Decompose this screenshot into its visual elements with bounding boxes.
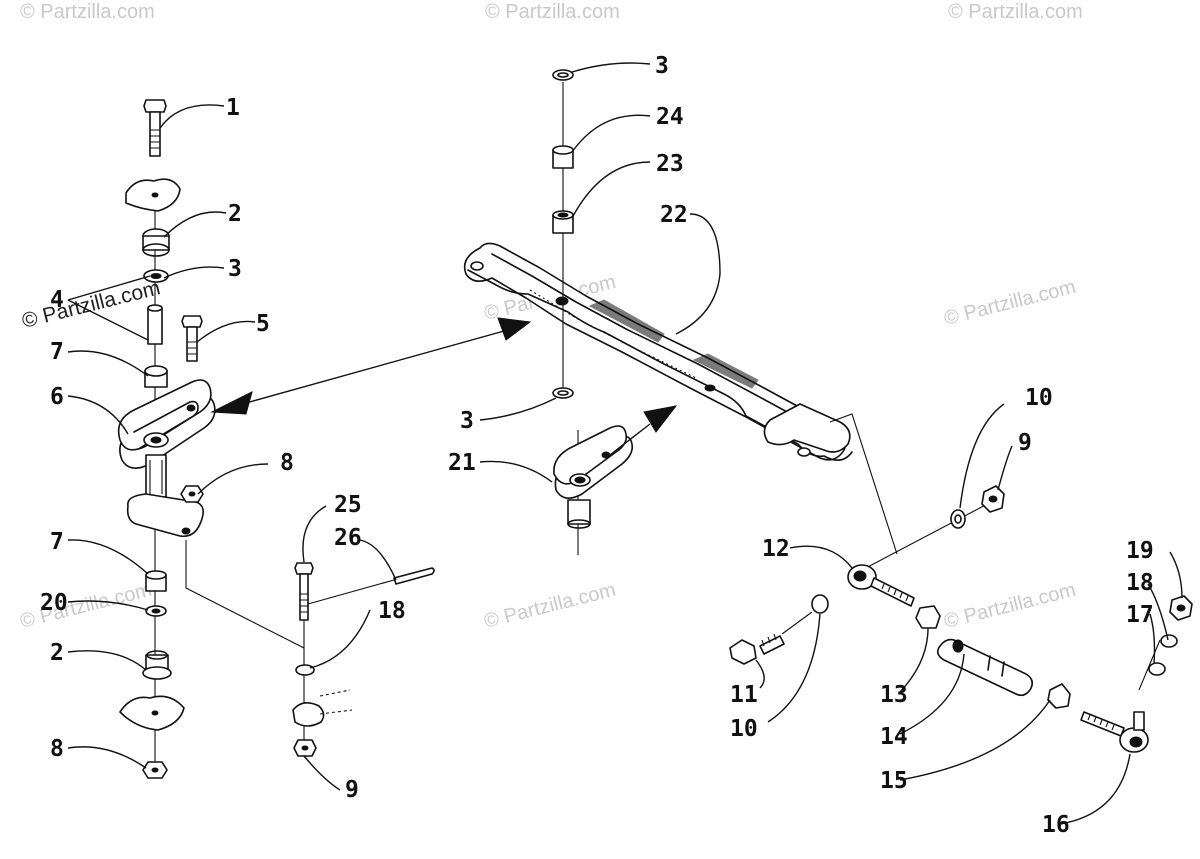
- nut-part-9-center: [293, 739, 317, 757]
- callout-6: 6: [50, 384, 64, 410]
- callout-16: 16: [1042, 812, 1070, 838]
- cotter-pin-part-26: [393, 567, 435, 585]
- tie-bar-part-22: [463, 242, 853, 461]
- callout-17: 17: [1126, 602, 1154, 628]
- callout-2: 2: [228, 201, 242, 227]
- callout-15: 15: [880, 768, 908, 794]
- callout-8: 8: [280, 450, 294, 476]
- center-link-assembly: [292, 562, 435, 757]
- bushing-part-24: [552, 145, 574, 169]
- watermark: © Partzilla.com: [485, 1, 620, 23]
- jam-nut-part-15: [1047, 683, 1071, 709]
- callout-4: 4: [50, 287, 64, 313]
- callout-9: 9: [345, 777, 359, 803]
- bushing-part-7-lower: [145, 570, 167, 592]
- watermark: © Partzilla.com: [20, 1, 155, 23]
- watermark: © Partzilla.com: [942, 579, 1078, 633]
- nut-part-19: [1169, 595, 1193, 621]
- callout-10: 10: [1025, 385, 1053, 411]
- bushing-part-2-lower: [142, 650, 172, 680]
- adjuster-sleeve-part-14: [936, 638, 1034, 697]
- callout-labels: 1 2 3 4 5 7 6 8 7 20 2 8 25 26 18 9 3 24…: [40, 53, 1154, 838]
- callout-22: 22: [660, 202, 688, 228]
- steering-arm-part-6: [117, 379, 216, 538]
- bolt-part-25: [294, 562, 314, 621]
- callout-24: 24: [656, 104, 684, 130]
- callout-23: 23: [656, 151, 684, 177]
- watermark: © Partzilla.com: [20, 276, 163, 333]
- spacer-part-4: [147, 304, 163, 345]
- callout-8: 8: [50, 736, 64, 762]
- pivot-arm-part-21: [553, 425, 634, 555]
- center-pivot-stack: [552, 69, 574, 399]
- bolt-part-1: [143, 99, 167, 157]
- washer-part-18-right: [1160, 634, 1178, 648]
- nut-part-8-lower: [142, 761, 168, 779]
- callout-13: 13: [880, 682, 908, 708]
- jam-nut-part-13: [915, 605, 941, 629]
- link-end: [292, 702, 325, 727]
- assembly-arrows: [210, 317, 678, 459]
- left-mount-assembly: [117, 99, 305, 779]
- callout-20: 20: [40, 590, 68, 616]
- nut-part-8-upper: [180, 485, 204, 503]
- bolt-part-5: [181, 315, 203, 362]
- ball-joint-part-16: [1080, 639, 1161, 753]
- callout-3: 3: [460, 408, 474, 434]
- callout-25: 25: [334, 492, 362, 518]
- bushing-part-7-upper: [144, 365, 168, 388]
- callout-18: 18: [378, 598, 406, 624]
- washer-part-3-bottom: [552, 387, 574, 399]
- rod-end-part-12: [847, 564, 915, 607]
- bolt-part-11: [729, 611, 813, 665]
- callout-19: 19: [1126, 538, 1154, 564]
- callout-3: 3: [228, 256, 242, 282]
- callout-7: 7: [50, 339, 64, 365]
- tie-rod-assembly: [729, 413, 1193, 753]
- callout-14: 14: [880, 724, 908, 750]
- callout-5: 5: [256, 311, 270, 337]
- callout-3: 3: [655, 53, 669, 79]
- callout-10: 10: [730, 716, 758, 742]
- bushing-part-23: [552, 210, 574, 234]
- nut-part-9-right: [981, 485, 1005, 513]
- washer-part-10-lower: [811, 594, 829, 614]
- callout-21: 21: [448, 450, 476, 476]
- leader-lines: [67, 62, 1183, 825]
- watermark: © Partzilla.com: [482, 579, 618, 633]
- callout-9: 9: [1018, 430, 1032, 456]
- watermark: © Partzilla.com: [942, 276, 1078, 330]
- bushing-part-2-upper: [142, 228, 170, 257]
- callout-1: 1: [226, 95, 240, 121]
- callout-7: 7: [50, 529, 64, 555]
- callout-12: 12: [762, 536, 790, 562]
- callout-26: 26: [334, 525, 362, 551]
- callout-11: 11: [730, 682, 758, 708]
- callout-18: 18: [1126, 570, 1154, 596]
- washer-part-3-top: [552, 69, 574, 81]
- washer-part-17: [1148, 662, 1166, 676]
- washer-part-18-center: [295, 664, 315, 676]
- watermark: © Partzilla.com: [948, 1, 1083, 23]
- washer-part-10-upper: [950, 509, 966, 529]
- callout-2: 2: [50, 640, 64, 666]
